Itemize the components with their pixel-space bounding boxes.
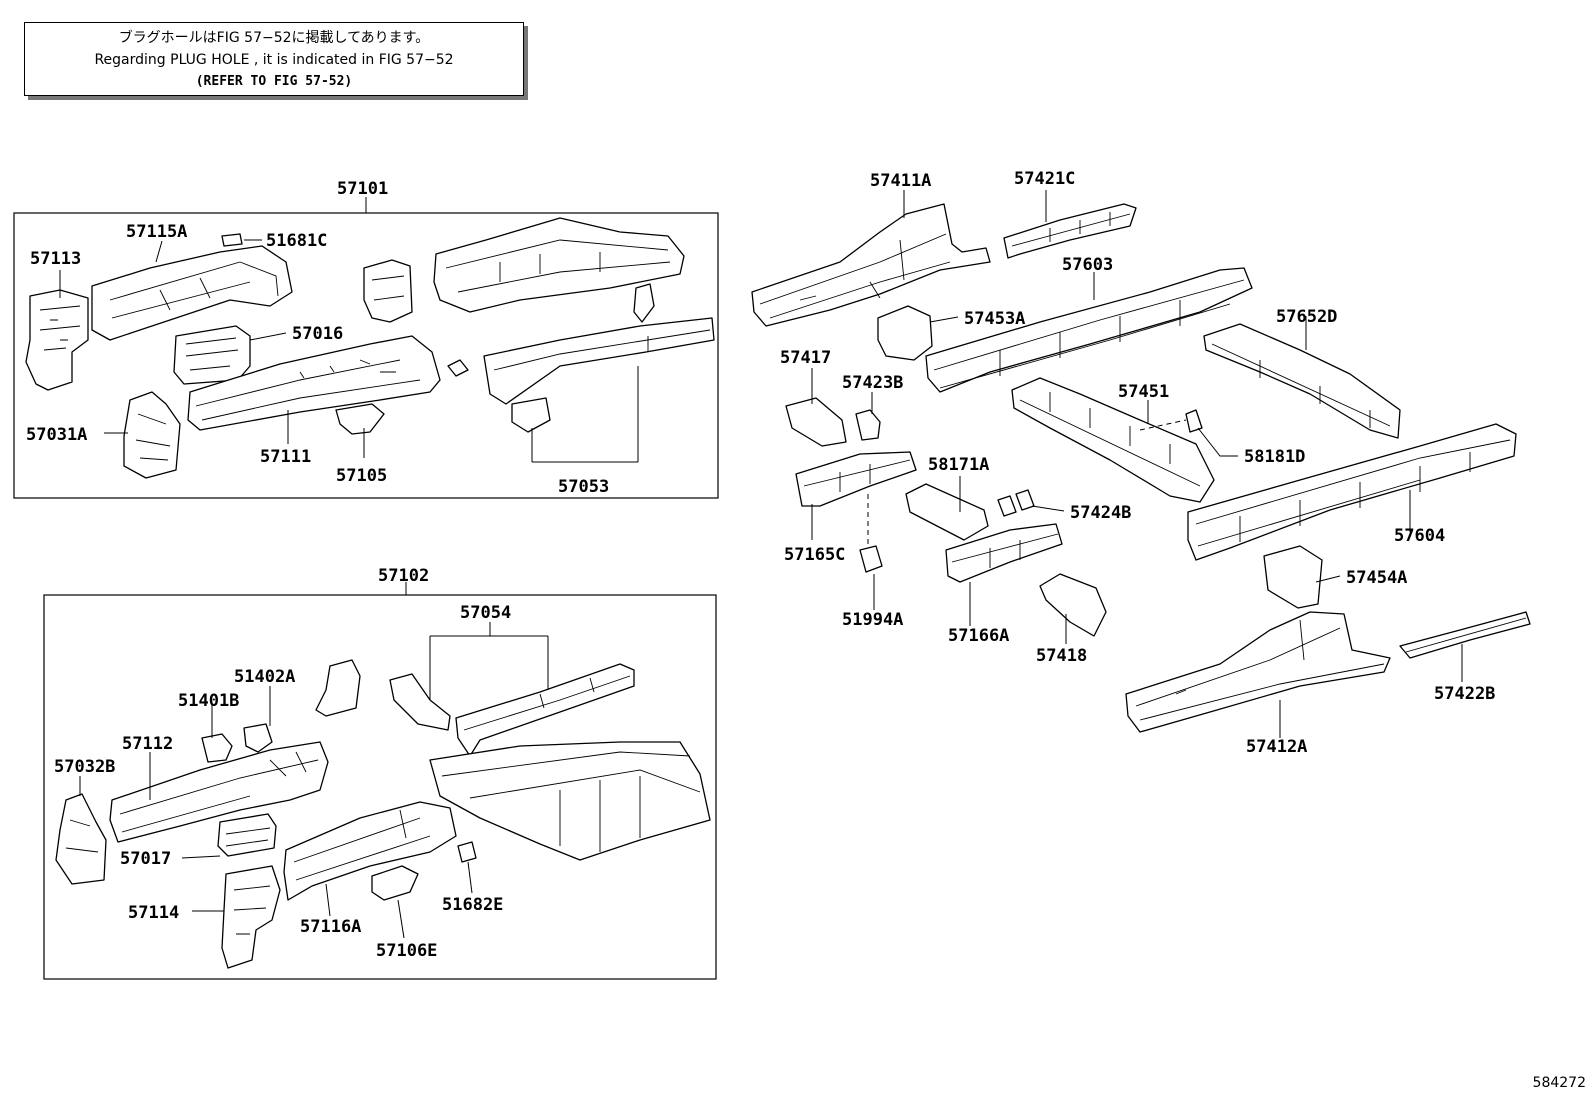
part-57053-lower-shape <box>483 317 715 405</box>
part-51401B-shape <box>201 733 233 763</box>
plug-hole-note: ブラグホールはFIG 57−52に掲載してあります。 Regarding PLU… <box>24 22 524 96</box>
part-57105-shape <box>335 403 385 435</box>
part-57032B-shape <box>55 793 107 885</box>
label-57017: 57017 <box>120 849 171 869</box>
part-57106E-shape <box>371 865 419 901</box>
note-line-refer: (REFER TO FIG 57-52) <box>195 74 353 89</box>
label-57031A: 57031A <box>26 425 87 445</box>
part-57053-upper-shape <box>433 217 685 313</box>
label-57417: 57417 <box>780 348 831 368</box>
part-51682E-shape <box>457 841 477 863</box>
label-57032B: 57032B <box>54 757 115 777</box>
part-57053-foot-shape <box>511 397 551 433</box>
part-58181D-shape <box>1185 409 1203 433</box>
part-57417-shape <box>785 397 847 447</box>
part-57421C-shape <box>1003 203 1137 259</box>
part-57165C-shape <box>795 451 917 507</box>
label-51681C: 51681C <box>266 231 327 251</box>
label-57114: 57114 <box>128 903 179 923</box>
label-57603: 57603 <box>1062 255 1113 275</box>
label-57113: 57113 <box>30 249 81 269</box>
label-51994A: 51994A <box>842 610 903 630</box>
label-57652D: 57652D <box>1276 307 1337 327</box>
part-57454A-shape <box>1263 545 1323 609</box>
part-57604-shape <box>1187 423 1517 561</box>
label-57412A: 57412A <box>1246 737 1307 757</box>
note-line-japanese: ブラグホールはFIG 57−52に掲載してあります。 <box>118 30 430 46</box>
label-57054: 57054 <box>460 603 511 623</box>
part-57054-rail-shape <box>455 663 635 757</box>
part-57017-shape <box>217 813 277 857</box>
label-57101: 57101 <box>337 179 388 199</box>
label-57604: 57604 <box>1394 526 1445 546</box>
label-57453A: 57453A <box>964 309 1025 329</box>
label-57422B: 57422B <box>1434 684 1495 704</box>
part-57423B-shape <box>855 409 881 441</box>
part-51994A-shape <box>859 545 883 573</box>
label-57053: 57053 <box>558 477 609 497</box>
label-57421C: 57421C <box>1014 169 1075 189</box>
part-57115A-shape <box>91 245 293 341</box>
label-57116A: 57116A <box>300 917 361 937</box>
label-57165C: 57165C <box>784 545 845 565</box>
part-57453A-shape <box>877 305 933 361</box>
label-51402A: 51402A <box>234 667 295 687</box>
label-57105: 57105 <box>336 466 387 486</box>
label-51401B: 51401B <box>178 691 239 711</box>
part-57412A-shape <box>1125 611 1391 733</box>
part-51402A-shape <box>243 723 273 753</box>
label-57102: 57102 <box>378 566 429 586</box>
label-57423B: 57423B <box>842 373 903 393</box>
part-57603-shape <box>925 267 1253 393</box>
part-58171A-shape <box>905 483 989 541</box>
part-57113-shape <box>25 289 89 391</box>
label-57411A: 57411A <box>870 171 931 191</box>
part-57114-shape <box>221 865 281 969</box>
label-58181D: 58181D <box>1244 447 1305 467</box>
part-57166A-shape <box>945 523 1063 583</box>
part-51681C-shape <box>221 233 243 247</box>
label-57451: 57451 <box>1118 382 1169 402</box>
part-57031A-shape <box>123 391 181 479</box>
group-57102-box <box>43 594 717 980</box>
part-57053-hook-shape <box>633 283 655 323</box>
label-51682E: 51682E <box>442 895 503 915</box>
part-57112-shape <box>109 741 329 843</box>
part-57451-shape <box>1011 377 1215 503</box>
label-57418: 57418 <box>1036 646 1087 666</box>
note-line-english: Regarding PLUG HOLE , it is indicated in… <box>94 52 454 68</box>
part-57111-shape <box>187 335 441 431</box>
part-57418-shape <box>1039 573 1107 637</box>
label-57424B: 57424B <box>1070 503 1131 523</box>
label-57106E: 57106E <box>376 941 437 961</box>
label-58171A: 58171A <box>928 455 989 475</box>
label-57115A: 57115A <box>126 222 187 242</box>
bracket-51402A-upper-shape <box>315 659 361 717</box>
bracket-upper-shape <box>363 259 413 323</box>
part-57016-shape <box>173 325 251 385</box>
figure-number: 584272 <box>1532 1075 1586 1091</box>
label-57454A: 57454A <box>1346 568 1407 588</box>
part-57054-left-shape <box>389 673 451 731</box>
part-57116A-shape <box>283 801 457 901</box>
label-57166A: 57166A <box>948 626 1009 646</box>
label-57112: 57112 <box>122 734 173 754</box>
label-57111: 57111 <box>260 447 311 467</box>
clip-shape <box>447 359 469 377</box>
part-57424B-a-shape <box>997 495 1017 517</box>
part-57424B-b-shape <box>1015 489 1035 511</box>
part-57652D-shape <box>1203 323 1401 439</box>
label-57016: 57016 <box>292 324 343 344</box>
